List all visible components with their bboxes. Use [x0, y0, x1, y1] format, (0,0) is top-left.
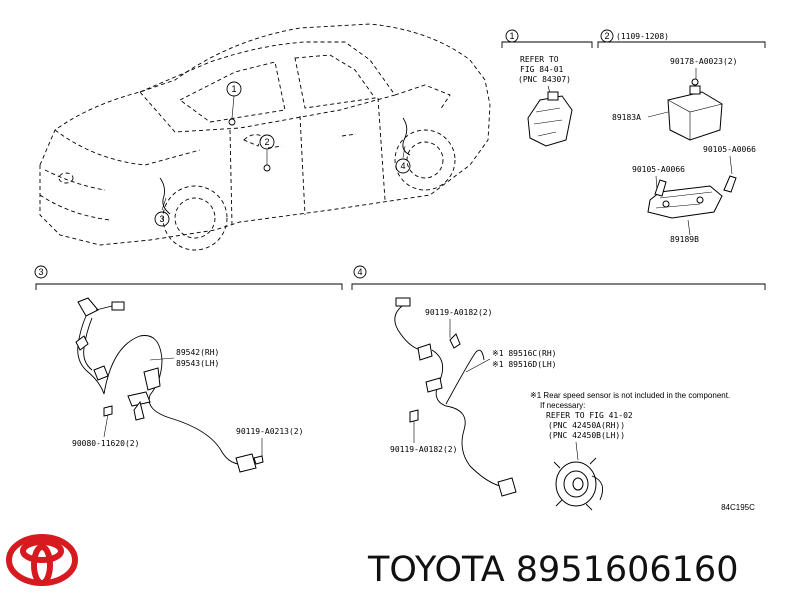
panel-3: 3 89542(RH) 89543(LH) 90080-11620(2) 901… [34, 265, 343, 473]
part-number: 8951606160 [515, 550, 739, 590]
part-label: 90105-A0066 [703, 145, 756, 154]
part-label: 89542(RH) [176, 348, 219, 357]
brand-name: TOYOTA [368, 550, 505, 590]
note-line: (PNC 42450A(RH)) [548, 421, 625, 430]
car-callout-2: 2 [259, 134, 275, 150]
toyota-logo-icon [6, 534, 78, 586]
note-line: REFER TO FIG 41-02 [546, 411, 633, 420]
panel-1: 1 REFER TO FIG 84-01 (PNC 84307) [501, 29, 593, 147]
part-label: 90178-A0023(2) [670, 57, 737, 66]
car-callout-1: 1 [226, 81, 242, 97]
refer-line: REFER TO [520, 55, 559, 64]
rear-speed-sensor-part [394, 297, 517, 497]
callout-number: 4 [400, 161, 405, 171]
sensor-bracket-part [647, 175, 737, 219]
panel-number: 1 [509, 31, 514, 41]
part-label: 90105-A0066 [632, 165, 685, 174]
panel-2: 2 (1109-1208) 90178-A0023(2) 89183A 9010… [597, 29, 766, 244]
callout-number: 1 [231, 84, 236, 94]
panel-number: 4 [357, 267, 362, 277]
panel-number: 2 [604, 31, 609, 41]
panel-4: 4 90119-A0182(2) ※1 89516C(RH) ※1 89516D… [351, 265, 766, 511]
refer-line: (PNC 84307) [518, 75, 571, 84]
part-label: 89183A [612, 113, 641, 122]
car-illustration: 1 2 3 4 [39, 23, 491, 251]
part-label: 89543(LH) [176, 359, 219, 368]
yaw-rate-sensor-part [667, 78, 723, 141]
part-label: 90119-A0182(2) [390, 445, 457, 454]
note-line: (PNC 42450B(LH)) [548, 431, 625, 440]
figure-code: 84C195C [721, 503, 755, 512]
part-label: ※1 89516D(LH) [492, 360, 557, 369]
brand-caption: TOYOTA 8951606160 [368, 548, 793, 592]
callout-number: 2 [264, 137, 269, 147]
panel-date-range: (1109-1208) [616, 32, 669, 41]
callout-number: 3 [159, 214, 164, 224]
part-label: 90080-11620(2) [72, 439, 139, 448]
car-callout-4: 4 [395, 158, 411, 174]
note-line: If necessary: [540, 401, 585, 410]
part-label: 90119-A0182(2) [425, 308, 492, 317]
hub-bearing-part [553, 457, 604, 511]
front-speed-sensor-part [75, 297, 264, 473]
part-label: 90119-A0213(2) [236, 427, 303, 436]
car-callout-3: 3 [154, 211, 170, 227]
spiral-cable-part [527, 91, 573, 147]
part-label: ※1 89516C(RH) [492, 349, 557, 358]
part-label: 89189B [670, 235, 699, 244]
refer-line: FIG 84-01 [520, 65, 564, 74]
panel-number: 3 [38, 267, 43, 277]
note-line: ※1 Rear speed sensor is not included in … [530, 391, 730, 400]
